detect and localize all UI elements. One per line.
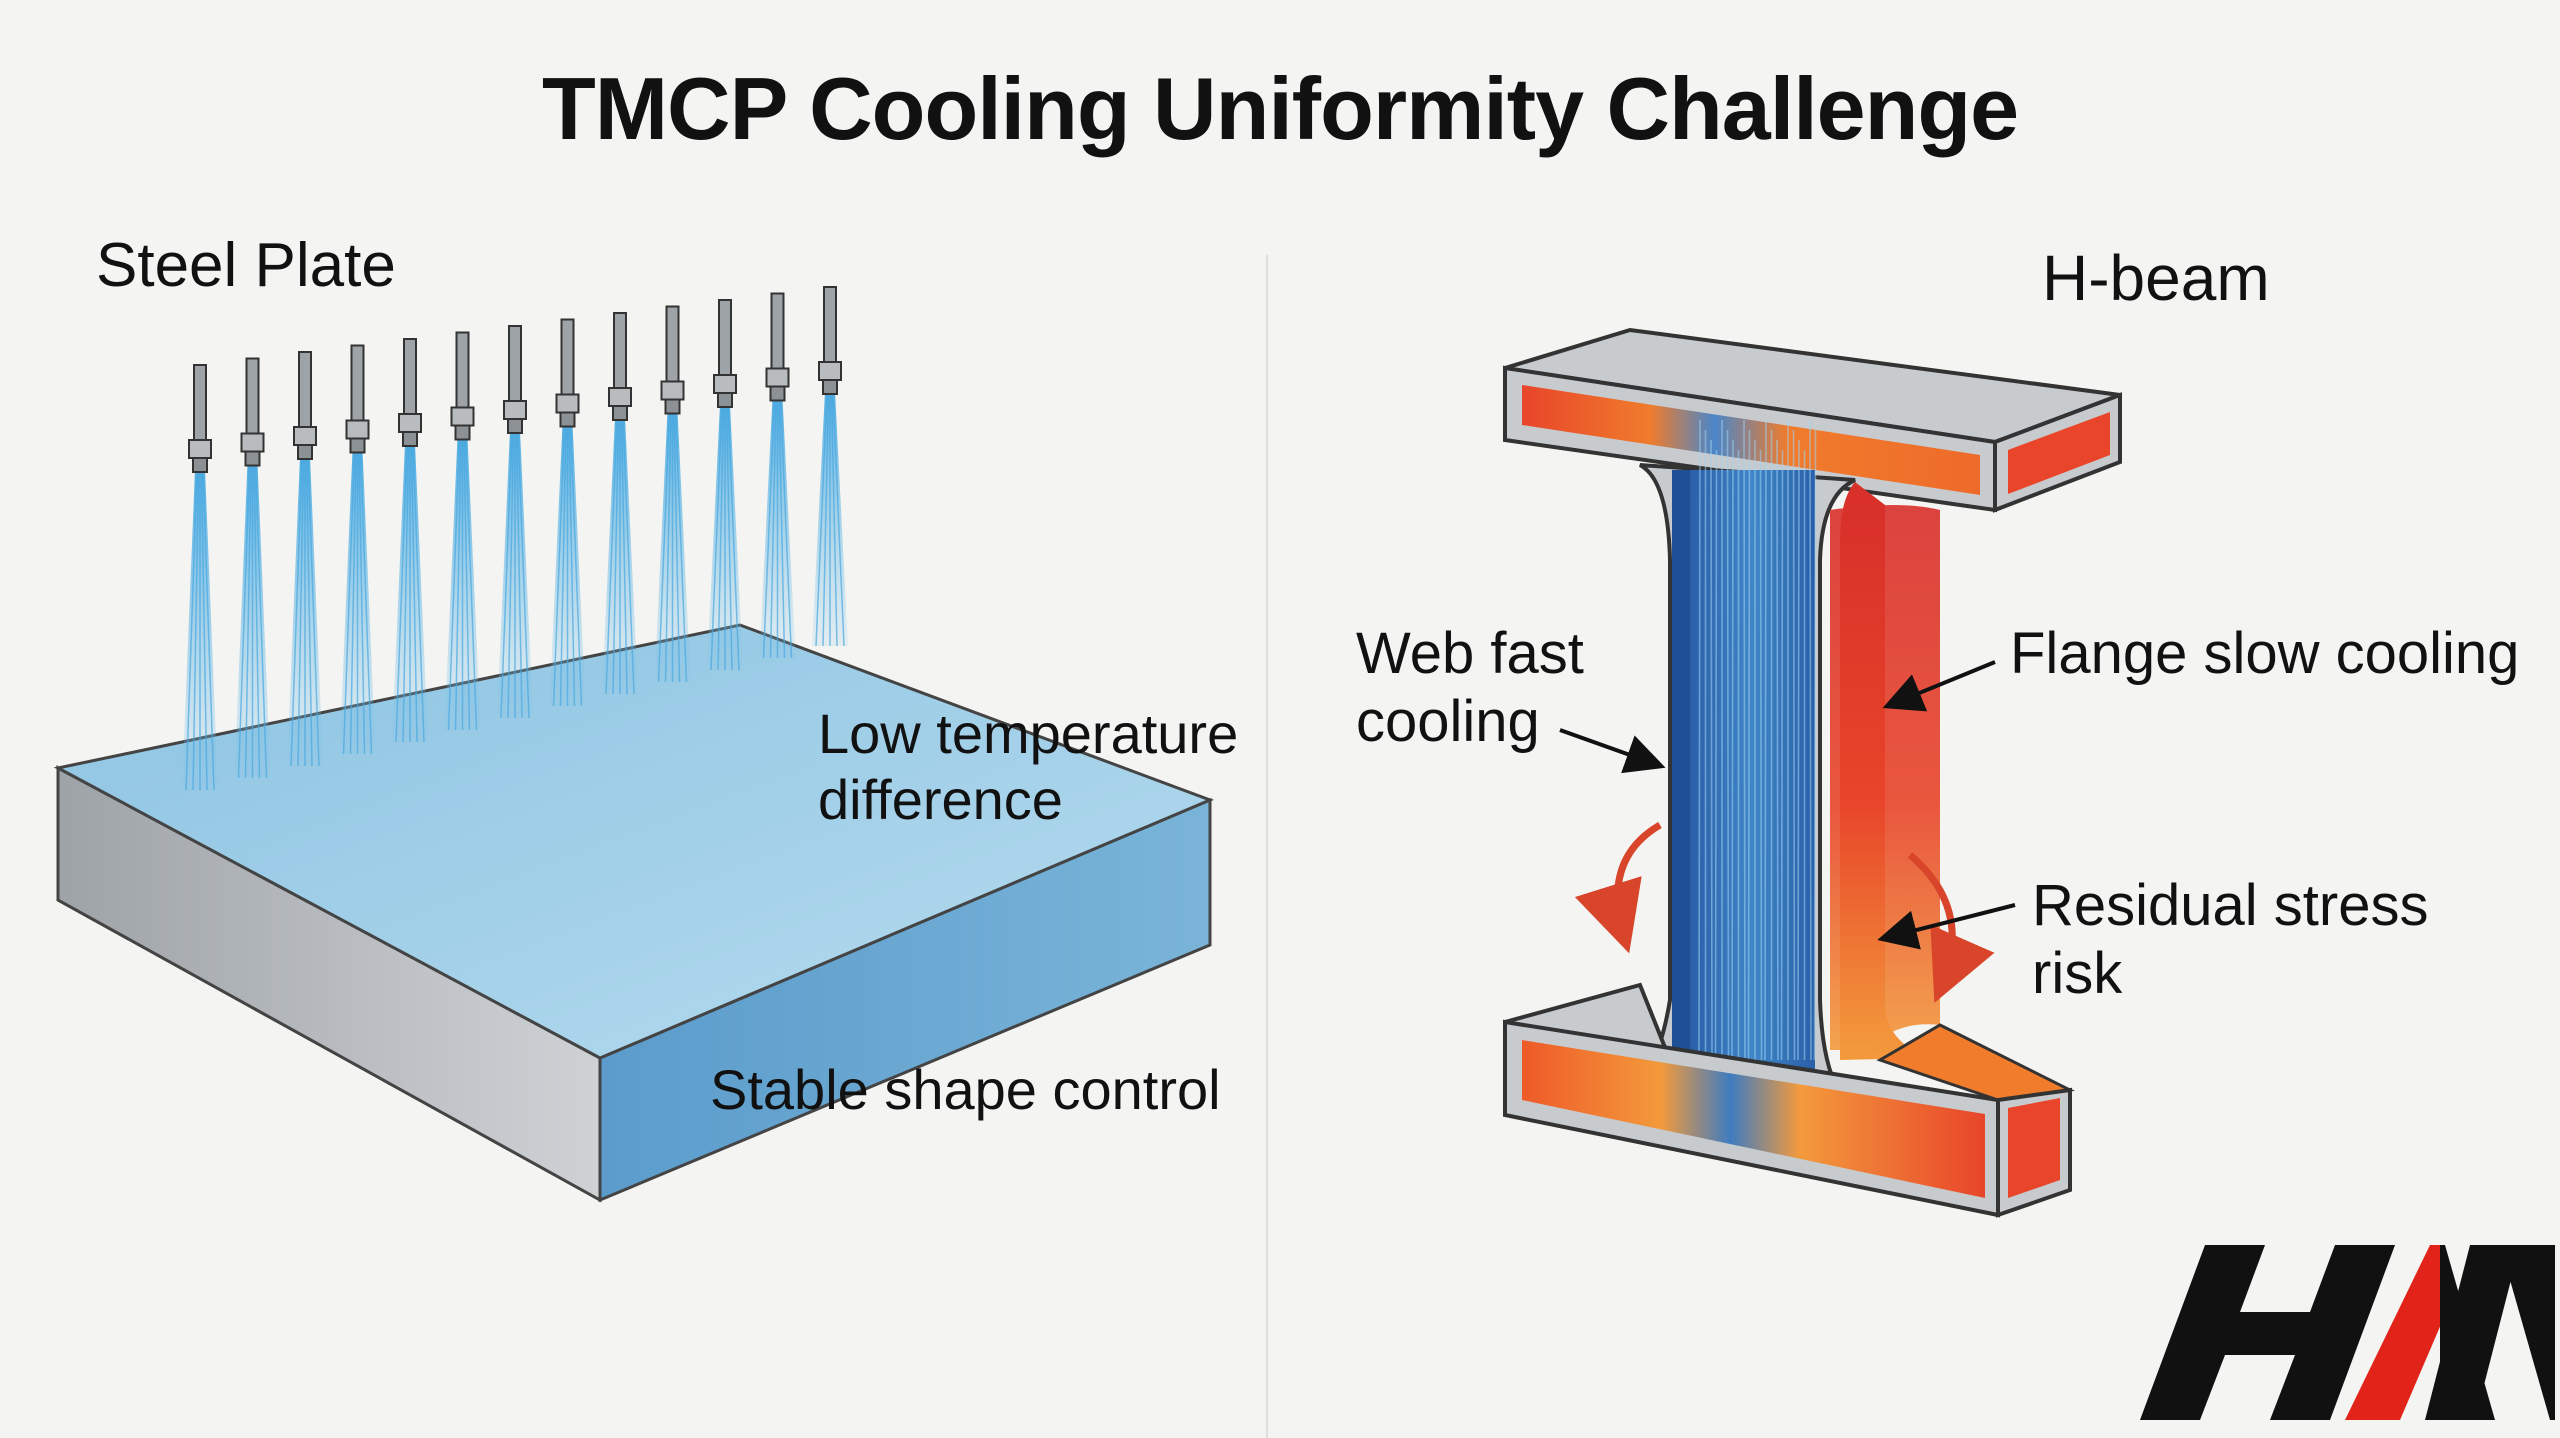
- nozzle-icon: [602, 312, 638, 695]
- steel-plate-heading: Steel Plate: [96, 231, 396, 300]
- h-beam-heading: H-beam: [2042, 242, 2270, 314]
- low-temp-annotation-line1: Low temperature: [818, 702, 1239, 765]
- h-beam-illustration: [1503, 327, 2122, 1218]
- han-logo: [2140, 1245, 2555, 1420]
- nozzle-icon: [497, 325, 533, 719]
- nozzle-icon: [444, 331, 481, 731]
- panel-divider: [1266, 255, 1268, 1438]
- nozzle-icon: [759, 292, 796, 659]
- page-title: TMCP Cooling Uniformity Challenge: [541, 59, 2019, 158]
- web-fast-cooling-line2: cooling: [1356, 689, 1540, 754]
- nozzle-icon: [339, 344, 376, 755]
- nozzle-icon: [707, 299, 743, 671]
- pointer-arrow-icon: [1559, 728, 1666, 774]
- nozzle-icon: [812, 286, 848, 647]
- residual-stress-line1: Residual stress: [2032, 873, 2429, 938]
- web-water-streaks: [1698, 419, 1817, 1061]
- stable-shape-annotation: Stable shape control: [710, 1058, 1221, 1121]
- low-temp-annotation-line2: difference: [818, 768, 1063, 831]
- nozzle-icon: [287, 351, 323, 767]
- nozzle-icon: [182, 364, 218, 791]
- curved-arrow-icon: [1574, 821, 1662, 954]
- web-fast-cooling-line1: Web fast: [1356, 621, 1584, 686]
- nozzle-array: [182, 286, 848, 791]
- pointer-arrow-icon: [1882, 660, 1996, 712]
- residual-stress-line2: risk: [2032, 941, 2123, 1006]
- pointer-arrow-icon: [1877, 903, 2016, 950]
- nozzle-icon: [549, 318, 586, 707]
- nozzle-icon: [234, 357, 271, 779]
- curved-arrow-icon: [1907, 852, 1995, 1003]
- nozzle-icon: [392, 338, 428, 743]
- nozzle-icon: [654, 305, 691, 683]
- flange-slow-cooling-label: Flange slow cooling: [2010, 621, 2520, 686]
